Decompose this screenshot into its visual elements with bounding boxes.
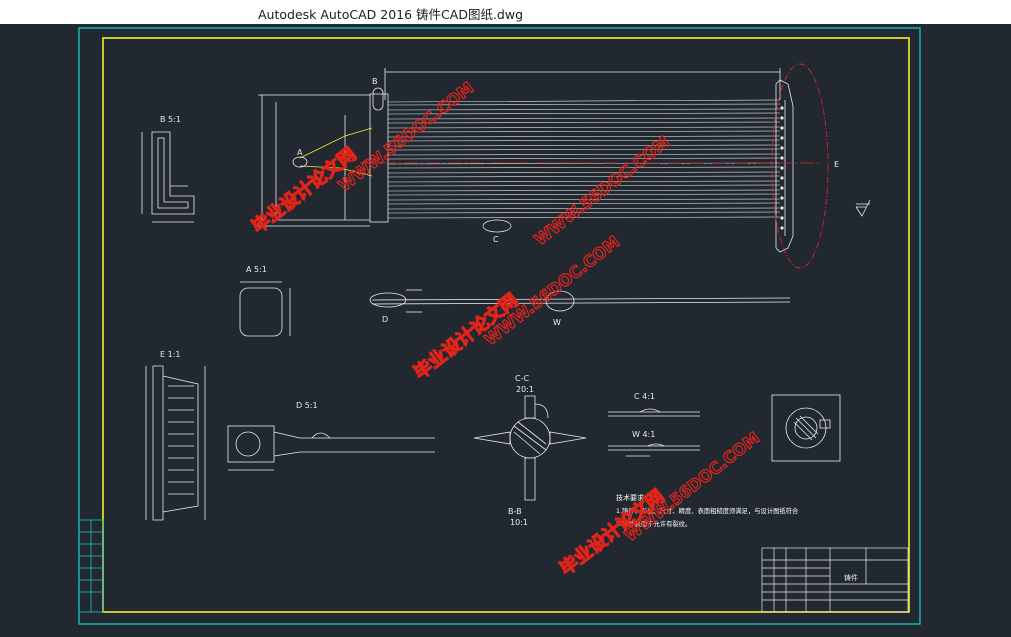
window-title: Autodesk AutoCAD 2016 铸件CAD图纸.dwg	[258, 7, 524, 22]
detail-c	[608, 408, 700, 417]
view-d-title: D 5:1	[296, 401, 318, 410]
drawing-canvas[interactable]: A B E C B 5:1 A 5:1 D W E 1:1	[0, 24, 1011, 633]
callout-c-circle	[482, 219, 512, 233]
callout-d: D	[382, 315, 388, 324]
section-bb-title: B-B	[508, 507, 522, 516]
detail-c-title: C 4:1	[634, 392, 655, 401]
flange-holes	[780, 106, 784, 230]
callout-a: A	[297, 148, 303, 157]
title-block	[761, 547, 909, 613]
detail-w	[608, 443, 700, 457]
fin-lines	[387, 99, 781, 219]
window-titlebar: Autodesk AutoCAD 2016 铸件CAD图纸.dwg	[0, 0, 1011, 24]
view-e-title: E 1:1	[160, 350, 180, 359]
callout-e: E	[834, 160, 839, 169]
drawing-frame	[78, 27, 921, 625]
drawing-border	[102, 37, 910, 613]
notes-line-1: 1.铸件、形状、尺寸、精度、表面粗糙度须满足，与设计图纸符合	[616, 506, 799, 515]
view-b	[141, 131, 195, 223]
section-cc-scale: 20:1	[516, 385, 534, 394]
view-b-title: B 5:1	[160, 115, 181, 124]
section-cc	[473, 395, 587, 501]
flange-square-view	[771, 394, 841, 462]
notes-heading: 技术要求	[616, 493, 644, 502]
view-d	[227, 425, 435, 471]
side-strip-view	[369, 289, 791, 313]
watermark-url-2: WWW.56DOC.COM	[481, 232, 623, 349]
watermark-url-4: WWW.56DOC.COM	[621, 428, 763, 545]
drawing-svg[interactable]: A B E C B 5:1 A 5:1 D W E 1:1	[0, 24, 1011, 633]
revision-strip	[78, 519, 104, 613]
callout-c: C	[493, 235, 499, 244]
callout-leaders	[292, 127, 373, 177]
view-e	[145, 365, 206, 521]
title-block-part-name: 铸件	[844, 573, 858, 582]
section-bb-scale: 10:1	[510, 518, 528, 527]
notes-line-2: 2.铸件表面不允许有裂纹。	[616, 519, 691, 528]
view-a	[239, 281, 291, 337]
roughness-symbol	[855, 199, 871, 217]
detail-circle-e	[771, 63, 829, 269]
main-view	[258, 68, 794, 253]
callout-w: W	[553, 318, 561, 327]
section-cc-title: C-C	[515, 374, 529, 383]
detail-w-title: W 4:1	[632, 430, 655, 439]
watermark-layer: 毕业设计论文网 WWW.56DOC.COM WWW.56DOC.COM 毕业设计…	[247, 77, 764, 580]
callout-b: B	[372, 77, 378, 86]
view-a-title: A 5:1	[246, 265, 267, 274]
watermark-cn-3: 毕业设计论文网	[556, 485, 669, 580]
